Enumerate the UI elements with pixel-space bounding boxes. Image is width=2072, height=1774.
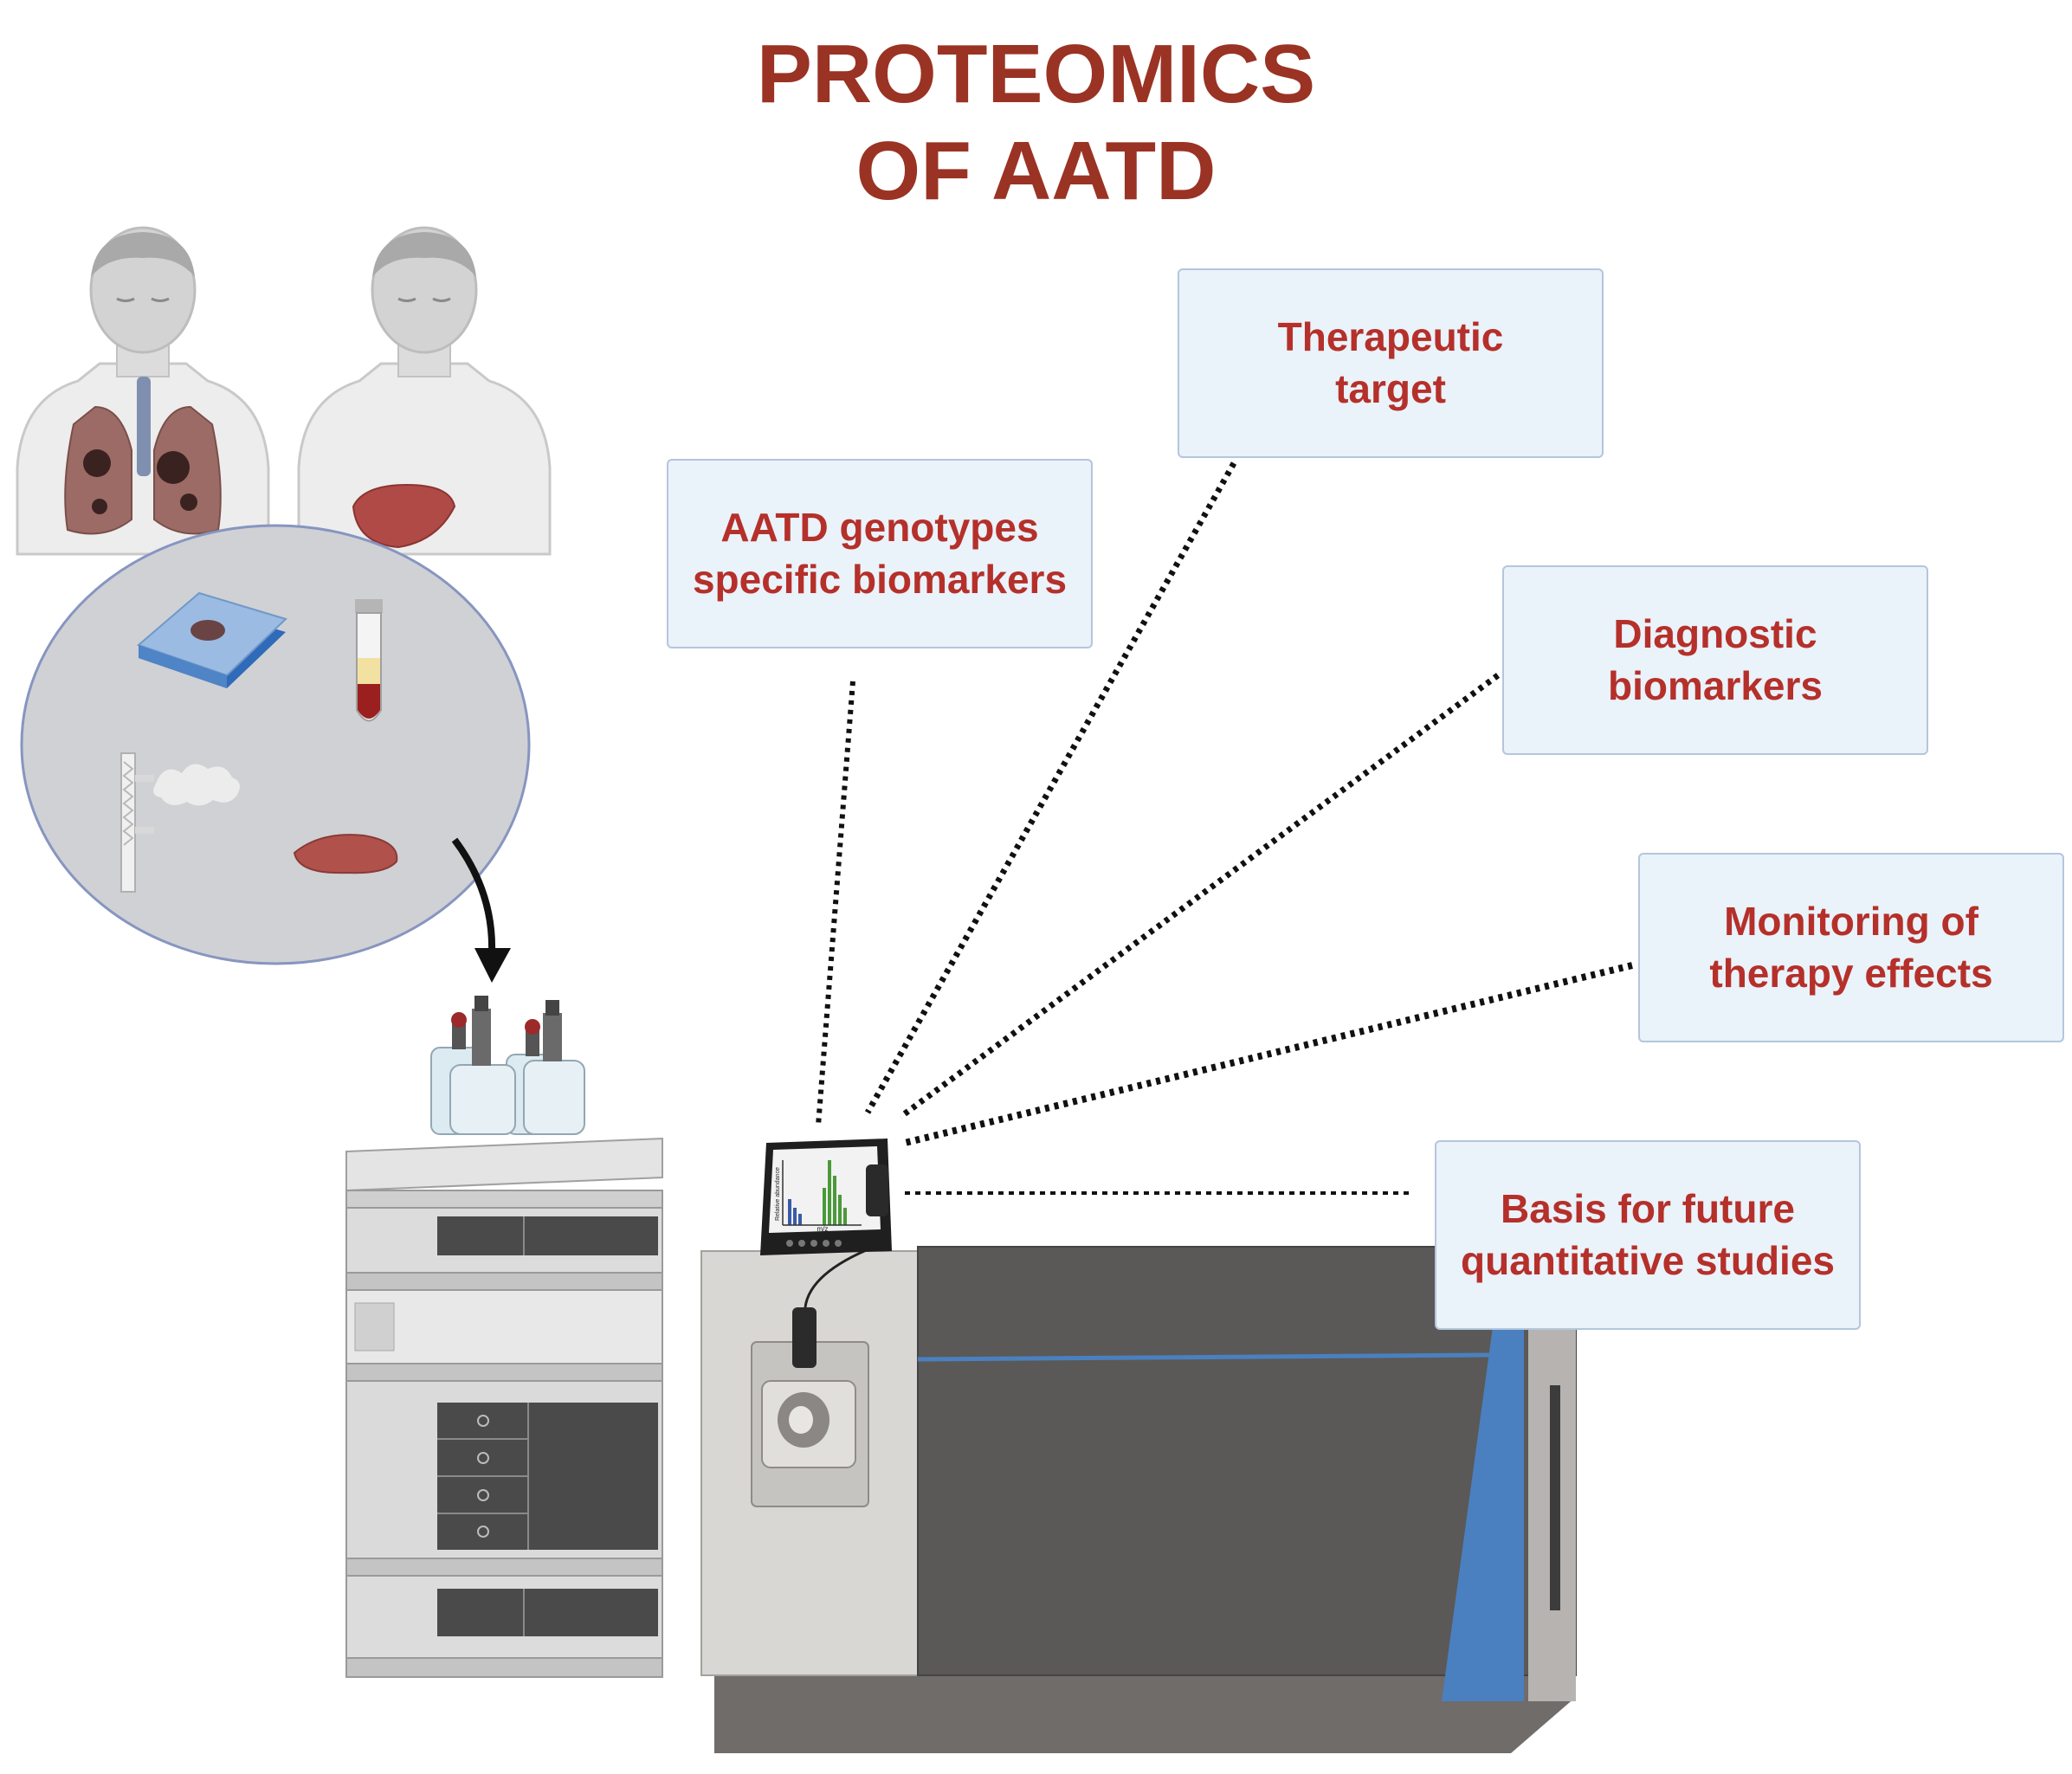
lc-stack-icon xyxy=(345,996,663,1678)
label-diagnostic-text: Diagnostic biomarkers xyxy=(1607,610,1823,708)
label-diagnostic: Diagnostic biomarkers xyxy=(1502,565,1928,755)
tissue-sample-icon xyxy=(293,834,398,874)
solvent-bottles xyxy=(430,996,585,1135)
spectrum-ylabel: Relative abundance xyxy=(775,1167,781,1221)
breath-condenser-icon xyxy=(120,752,240,893)
figure-title-line1: PROTEOMICS xyxy=(756,28,1316,120)
label-basis-text: Basis for future quantitative studies xyxy=(1461,1185,1835,1283)
patient-lungs-icon xyxy=(16,226,270,556)
slide-tissue-icon xyxy=(137,591,287,688)
figure-title-line2: OF AATD xyxy=(855,125,1217,217)
connector-therapeutic xyxy=(864,461,1237,1114)
sample-circle xyxy=(20,524,531,965)
connector-genotypes xyxy=(816,681,855,1126)
label-therapeutic: Therapeutic target xyxy=(1178,268,1604,458)
connector-lines xyxy=(816,461,1633,1195)
arrow-down-icon xyxy=(451,837,511,983)
spectrum-xlabel: m/z xyxy=(817,1225,829,1233)
mass-spectrometer-icon xyxy=(700,1229,1577,1753)
label-monitoring: Monitoring of therapy effects xyxy=(1638,853,2064,1042)
label-basis: Basis for future quantitative studies xyxy=(1435,1140,1861,1330)
connector-monitoring xyxy=(904,962,1633,1146)
label-monitoring-text: Monitoring of therapy effects xyxy=(1709,898,1993,996)
connector-diagnostic xyxy=(898,673,1501,1119)
blood-tube-icon xyxy=(355,599,383,722)
label-genotypes-text: AATD genotypes specific biomarkers xyxy=(692,504,1068,602)
label-genotypes: AATD genotypes specific biomarkers xyxy=(667,459,1093,648)
spectrum-screen-icon: m/z Relative abundance xyxy=(760,1139,892,1255)
patient-liver-icon xyxy=(297,226,552,556)
label-therapeutic-text: Therapeutic target xyxy=(1277,313,1504,411)
